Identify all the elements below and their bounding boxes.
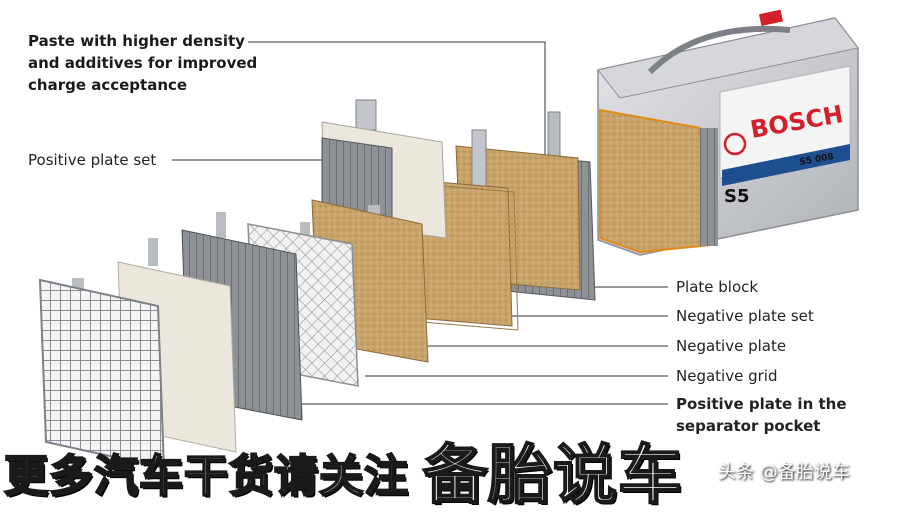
battery-exploded-diagram: BOSCH S5 S5 008 [38, 9, 859, 470]
callout-plate-block: Plate block [676, 278, 759, 296]
leader-lines [172, 41, 668, 405]
promo-overlay: 更多汽车干货请关注备胎说车 [3, 418, 683, 513]
battery-model: S5 [724, 186, 750, 207]
callout-positive-plate-set: Positive plate set [28, 151, 157, 169]
battery-case: BOSCH S5 S5 008 [597, 9, 859, 256]
callout-positive-plate-separator: Positive plate in the separator pocket [676, 395, 847, 435]
positive-grid [38, 278, 166, 470]
bosch-emblem-icon [723, 132, 747, 156]
promo-channel: 备胎说车 [422, 438, 683, 513]
callout-paste: Paste with higher density and additives … [28, 32, 258, 94]
callout-negative-plate-set: Negative plate set [676, 307, 814, 325]
promo-headline: 更多汽车干货请关注 [3, 450, 409, 503]
callout-negative-plate: Negative plate [676, 337, 787, 355]
callout-negative-grid: Negative grid [676, 367, 778, 385]
watermark: 头条 @备胎说车 [718, 462, 850, 483]
